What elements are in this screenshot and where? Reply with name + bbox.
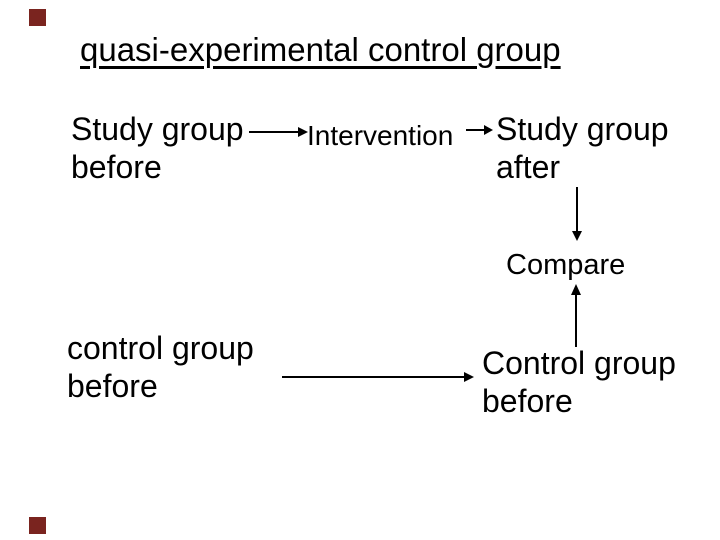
arrow-study-after-down-to-compare-icon [572, 187, 582, 241]
node-control-group-before-right: Control group before [482, 344, 676, 420]
arrow-control-up-to-compare-icon [571, 284, 581, 347]
arrow-intervention-to-study-after-icon [466, 125, 493, 135]
control-before-left-line1: control group [67, 330, 254, 366]
control-before-right-line2: before [482, 383, 573, 419]
arrow-study-to-intervention-icon [249, 127, 308, 137]
node-study-group-before: Study group before [71, 110, 244, 186]
control-before-left-line2: before [67, 368, 158, 404]
compare-label: Compare [506, 249, 626, 281]
slide-title: quasi-experimental control group [80, 31, 561, 68]
study-after-line2: after [496, 149, 561, 185]
study-before-line1: Study group [71, 111, 244, 147]
template-corner-square-top [29, 9, 46, 26]
intervention-label: Intervention [307, 120, 454, 151]
template-corner-square-bottom [29, 517, 46, 534]
study-before-line2: before [71, 149, 162, 185]
study-after-line1: Study group [496, 111, 669, 147]
node-compare: Compare [506, 248, 625, 282]
node-study-group-after: Study group after [496, 110, 669, 186]
node-intervention: Intervention [307, 119, 453, 152]
control-before-right-line1: Control group [482, 345, 676, 381]
node-control-group-before-left: control group before [67, 329, 254, 405]
arrow-control-left-to-control-right-icon [282, 372, 474, 382]
